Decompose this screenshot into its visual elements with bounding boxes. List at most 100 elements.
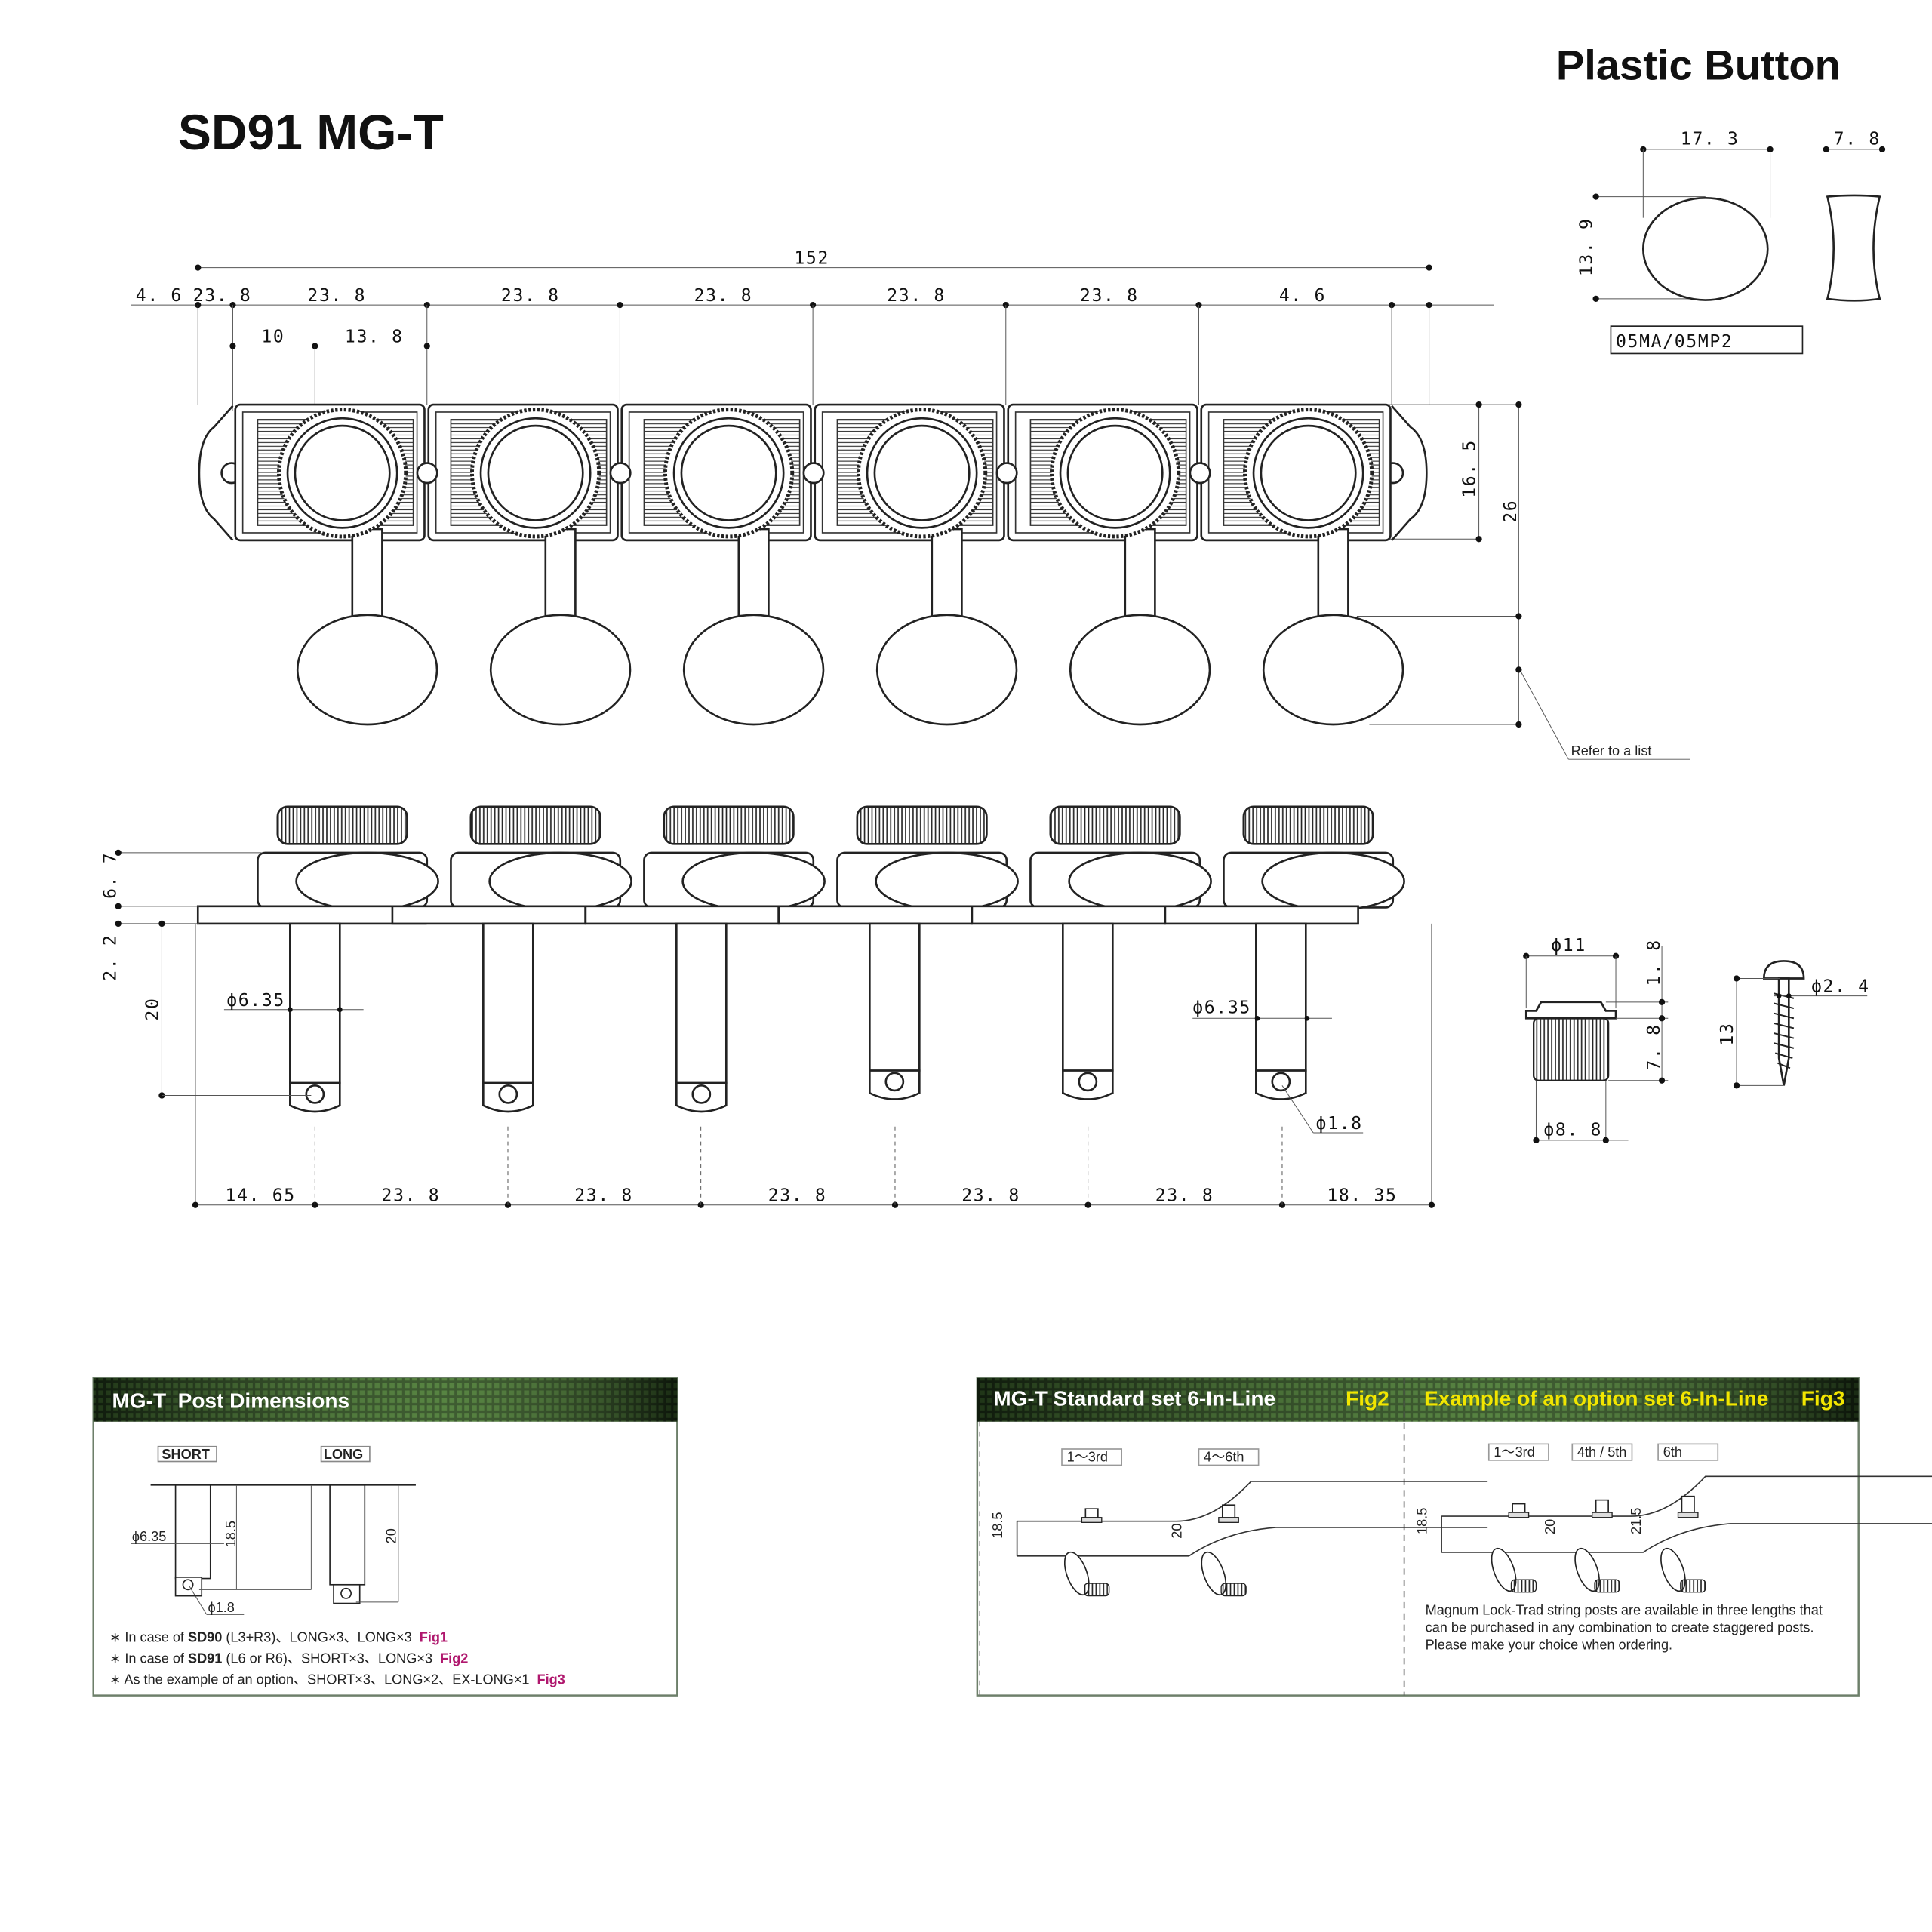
plastic-button-drawing: 17. 3 7. 8 13. 9 05MA/05MP2	[1577, 129, 1886, 355]
fig3-title: Example of an option set 6-In-Line	[1424, 1386, 1768, 1410]
post-hole	[1066, 424, 1164, 521]
knurled-knob	[856, 805, 988, 845]
note-prefix: ∗ As the example of an option、SHORT×3、LO…	[109, 1672, 537, 1687]
button-thickness-dim: 7. 8	[1834, 129, 1881, 149]
short-length-dim: 18.5	[223, 1521, 238, 1547]
spacing-dim: 4. 6	[136, 286, 183, 306]
post-hole	[680, 424, 777, 521]
tuner-button	[1069, 614, 1211, 726]
headstock-outline	[1441, 1475, 1932, 1517]
note-fig: Fig1	[420, 1630, 448, 1645]
screw-drawing: 13 ϕ2. 4	[1718, 960, 1870, 1089]
height-dim: 20	[1169, 1524, 1184, 1539]
knurled-knob	[469, 805, 601, 845]
note-fig: Fig3	[537, 1672, 565, 1687]
offset-a-dim: 10	[261, 328, 285, 347]
knurled-knob	[1049, 805, 1181, 845]
label-box	[1657, 1443, 1719, 1461]
string-hole	[498, 1084, 518, 1104]
base-plate	[777, 905, 973, 925]
button-width-dim: 17. 3	[1681, 129, 1740, 149]
fig3-tag: Fig3	[1801, 1386, 1845, 1410]
post-hole	[487, 424, 584, 521]
long-label: LONG	[324, 1447, 363, 1462]
string-post	[482, 922, 534, 1084]
tuner-button	[875, 614, 1018, 726]
tuner-button	[1201, 1551, 1227, 1596]
note-line: ∗ As the example of an option、SHORT×3、LO…	[109, 1672, 565, 1687]
post-hole	[294, 424, 391, 521]
hole-dia-dim: ϕ1.8	[1316, 1114, 1363, 1134]
spacing-dim: 4. 6	[1279, 286, 1326, 306]
tuner-stem	[351, 528, 383, 620]
bottom-spacing-dim: 23. 8	[382, 1186, 441, 1206]
post-group-label: 4th / 5th	[1577, 1444, 1627, 1460]
note-line: ∗ In case of SD90 (L3+R3)、LONG×3、LONG×3 …	[109, 1630, 448, 1645]
ferrule	[1508, 1512, 1530, 1518]
knob	[1594, 1579, 1620, 1593]
string-post	[1062, 922, 1114, 1072]
spacing-dim: 23. 8	[501, 286, 560, 306]
short-label: SHORT	[162, 1447, 209, 1462]
note-model: SD90	[188, 1630, 222, 1645]
bottom-spacing-dim: 14. 65	[226, 1186, 296, 1206]
side-view	[196, 805, 1405, 1113]
tuner-stem	[737, 528, 770, 620]
knob	[1220, 1583, 1247, 1597]
spacing-dim: 23. 8	[694, 286, 753, 306]
ferrule	[1592, 1512, 1613, 1518]
knob	[1680, 1579, 1706, 1593]
offset-b-dim: 13. 8	[345, 328, 404, 347]
headstock-outline	[1017, 1527, 1488, 1557]
note-fig: Fig2	[440, 1651, 468, 1666]
fig3-description: can be purchased in any combination to c…	[1426, 1620, 1814, 1635]
tuner-button	[1063, 1551, 1090, 1596]
post-group-label: 4～6th	[1204, 1449, 1244, 1464]
overall-length-dim: 152	[794, 249, 829, 269]
note-model: SD91	[188, 1651, 222, 1666]
ferrule-height-dim: 7. 8	[1644, 1023, 1664, 1070]
short-dia-dim: ϕ6.35	[132, 1529, 166, 1544]
tuner-stem	[1317, 528, 1349, 620]
mount-hole	[802, 462, 825, 485]
post-dimensions-panel: MG-T Post Dimensions SHORT LONG 18.5 20 …	[92, 1377, 678, 1697]
mount-hole	[1189, 462, 1211, 485]
knob-height-dim: 6. 7	[100, 852, 120, 899]
ferrule-top-dia-dim: ϕ11	[1551, 936, 1586, 955]
headstock-outline	[1017, 1481, 1488, 1522]
dim-tick	[1428, 1201, 1435, 1208]
knurled-knob	[663, 805, 795, 845]
tuner-button	[1574, 1547, 1600, 1592]
base-plate	[1164, 905, 1359, 925]
tuner-button	[1262, 614, 1404, 726]
mount-hole	[995, 462, 1018, 485]
tuner-button-side	[1261, 851, 1405, 912]
tuner-button	[682, 614, 825, 726]
spacing-dim: 23. 8	[193, 286, 252, 306]
tuner-button	[1660, 1547, 1686, 1592]
bottom-spacing-dim: 23. 8	[574, 1186, 633, 1206]
string-post	[675, 922, 728, 1084]
ferrule-bottom-dia-dim: ϕ8. 8	[1543, 1120, 1602, 1140]
bottom-spacing-dim: 23. 8	[1155, 1186, 1214, 1206]
height-dim: 18.5	[1414, 1508, 1429, 1534]
label-box	[1198, 1448, 1260, 1466]
string-hole	[1078, 1072, 1098, 1092]
refer-list-note: Refer to a list	[1571, 743, 1652, 758]
fig3-description: Please make your choice when ordering.	[1426, 1638, 1672, 1653]
knurled-knob	[276, 805, 408, 845]
spacing-dim: 23. 8	[887, 286, 946, 306]
spacing-dim: 23. 8	[1080, 286, 1139, 306]
post-dia-left-dim: ϕ6.35	[226, 991, 285, 1011]
base-plate	[391, 905, 586, 925]
ferrule-flange-dim: 1. 8	[1644, 939, 1664, 986]
button-height-dim: 13. 9	[1577, 217, 1597, 276]
knurled-knob	[1242, 805, 1374, 845]
note-text: (L6 or R6)、SHORT×3、LONG×3	[222, 1651, 440, 1666]
fig3-description: Magnum Lock-Trad string posts are availa…	[1426, 1602, 1823, 1617]
post-panel-title: MG-T Post Dimensions	[112, 1389, 349, 1413]
screw-dia-dim: ϕ2. 4	[1811, 977, 1870, 997]
note-text: (L3+R3)、LONG×3、LONG×3	[222, 1630, 419, 1645]
post-group-label: 1～3rd	[1067, 1449, 1108, 1464]
